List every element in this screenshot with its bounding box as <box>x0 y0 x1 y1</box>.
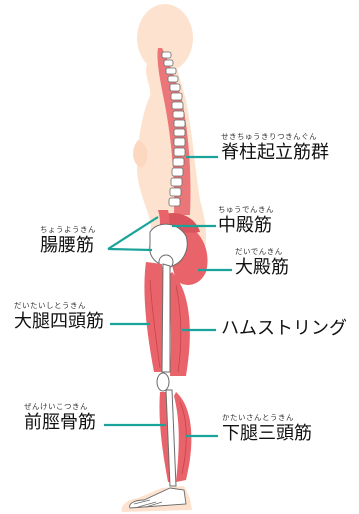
ruby-gluteus-maximus: だいでんきん <box>235 248 289 256</box>
name-triceps-surae: 下腿三頭筋 <box>222 425 312 443</box>
label-gluteus-medius: ちゅうでんきん 中殿筋 <box>218 206 274 235</box>
label-quadriceps: だいたいしとうきん 大腿四頭筋 <box>14 302 104 331</box>
label-erector-spinae: せきちゅうきりつきんぐん 脊柱起立筋群 <box>221 133 329 162</box>
ruby-triceps-surae: かたいさんとうきん <box>222 414 312 422</box>
name-hamstrings: ハムストリング <box>221 320 347 338</box>
name-erector-spinae: 脊柱起立筋群 <box>221 144 329 162</box>
lower-leg-group <box>159 390 191 486</box>
hamstrings-muscle <box>168 272 190 376</box>
ruby-iliopsoas: ちょうようきん <box>40 226 96 234</box>
ruby-gluteus-medius: ちゅうでんきん <box>218 206 274 214</box>
label-triceps-surae: かたいさんとうきん 下腿三頭筋 <box>222 414 312 443</box>
label-iliopsoas: ちょうようきん 腸腰筋 <box>40 226 96 255</box>
leader-iliopsoas-2 <box>108 249 152 250</box>
name-quadriceps: 大腿四頭筋 <box>14 313 104 331</box>
ruby-quadriceps: だいたいしとうきん <box>14 302 104 310</box>
name-tibialis: 前脛骨筋 <box>24 414 96 432</box>
ruby-erector-spinae: せきちゅうきりつきんぐん <box>221 133 329 141</box>
name-gluteus-maximus: 大殿筋 <box>235 259 289 277</box>
femur-bone <box>162 264 170 372</box>
foot-group <box>122 486 192 512</box>
knee-cap <box>157 373 169 391</box>
name-iliopsoas: 腸腰筋 <box>40 237 96 255</box>
name-gluteus-medius: 中殿筋 <box>218 217 274 235</box>
label-gluteus-maximus: だいでんきん 大殿筋 <box>235 248 289 277</box>
label-tibialis: ぜんけいこつきん 前脛骨筋 <box>24 403 96 432</box>
label-hamstrings: ハムストリング <box>221 320 347 338</box>
ruby-tibialis: ぜんけいこつきん <box>24 403 96 411</box>
